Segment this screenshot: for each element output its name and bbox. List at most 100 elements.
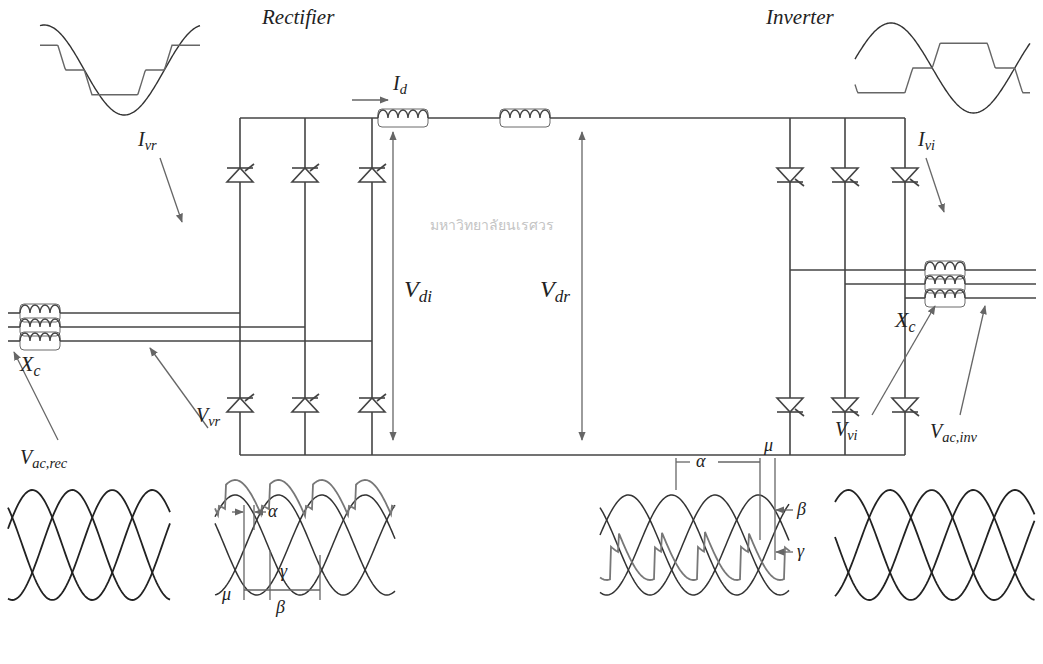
phase-voltage-curve <box>600 495 789 595</box>
symbol-subscript: ac,rec <box>32 455 67 471</box>
ac-phase <box>60 326 305 328</box>
ac-voltage-curve <box>40 25 200 115</box>
gate-lead <box>910 179 919 186</box>
symbol-letter: V <box>404 276 419 302</box>
inductor-coil <box>925 276 965 284</box>
dimension-tick <box>759 458 760 540</box>
dimension-tick <box>774 458 775 560</box>
signal-label: β <box>276 598 285 618</box>
leader-arrow <box>776 509 793 510</box>
gate-lead <box>795 409 804 416</box>
watermark: มหาวิทยาลัยนเรศวร <box>430 218 554 233</box>
leader-arrow <box>872 306 935 415</box>
valve-triangle <box>777 168 803 182</box>
signal-label: β <box>797 500 806 520</box>
valve-voltage-trace <box>215 480 395 516</box>
dimension-tick <box>253 505 254 530</box>
ac-phase <box>965 297 1036 299</box>
signal-label: Ivr <box>138 128 157 154</box>
symbol-letter: V <box>540 276 555 302</box>
leader-arrow <box>160 158 182 222</box>
gate-lead <box>377 164 386 171</box>
valve-triangle <box>892 398 918 412</box>
phase-voltage-curve <box>835 490 1035 600</box>
phase-voltage-curve <box>600 495 789 595</box>
leader-arrow <box>926 158 944 212</box>
gate-lead <box>795 179 804 186</box>
symbol-letter: V <box>20 446 32 468</box>
inductor-coil <box>378 110 428 118</box>
symbol-subscript: vi <box>847 427 857 443</box>
valve-triangle <box>359 168 385 182</box>
signal-label: Rectifier <box>262 6 334 29</box>
signal-label: γ <box>280 562 287 582</box>
signal-label: Vdr <box>540 276 570 306</box>
leader-arrow <box>776 551 793 552</box>
dimension-line <box>244 589 320 590</box>
symbol-letter: V <box>835 418 847 440</box>
ac-phase <box>60 312 240 314</box>
signal-label: Vac,inv <box>930 420 977 446</box>
inductor-body <box>20 332 60 350</box>
dimension-line <box>676 461 690 462</box>
circuit-wires <box>8 109 1036 455</box>
dc-bus <box>428 117 500 119</box>
phase-voltage-curve <box>835 490 1035 600</box>
phase-voltage-curve <box>600 495 789 595</box>
inductor-body <box>500 109 550 127</box>
ac-phase <box>8 312 20 314</box>
signal-label: Vdi <box>404 276 432 306</box>
ac-phase <box>790 269 925 271</box>
ac-current-curve <box>40 45 200 95</box>
inductor-coil <box>20 319 60 327</box>
signal-label: Vac,rec <box>20 446 67 472</box>
signal-label: Vvi <box>835 418 858 444</box>
symbol-subscript: c <box>33 362 40 379</box>
symbol-letter: I <box>138 128 145 150</box>
symbol-subscript: vi <box>925 137 935 153</box>
ac-phase <box>905 297 925 299</box>
valve-triangle <box>292 168 318 182</box>
signal-label: Id <box>393 72 407 98</box>
symbol-letter: X <box>20 351 33 376</box>
signal-label: α <box>268 502 277 522</box>
ac-phase <box>845 283 925 285</box>
phase-voltage-curve <box>8 490 170 600</box>
inductor-coil <box>20 305 60 313</box>
symbol-letter: X <box>895 307 908 332</box>
symbol-subscript: dr <box>555 287 570 306</box>
inductor-coil <box>925 262 965 270</box>
symbol-letter: V <box>930 420 942 442</box>
signal-label: μ <box>764 436 773 456</box>
dc-bus <box>550 117 905 119</box>
valve-triangle <box>227 398 253 412</box>
dc-bus <box>240 117 378 119</box>
symbol-letter: I <box>393 72 400 94</box>
dimension-tick <box>269 550 270 600</box>
ac-phase <box>60 340 372 342</box>
gate-lead <box>310 164 319 171</box>
phase-voltage-curve <box>8 490 170 600</box>
ac-phase <box>965 283 1036 285</box>
leader-arrow <box>392 132 393 440</box>
symbol-subscript: vr <box>208 413 220 429</box>
gate-lead <box>377 394 386 401</box>
ac-phase <box>8 326 20 328</box>
symbol-letter: V <box>196 404 208 426</box>
symbol-letter: I <box>918 128 925 150</box>
valve-triangle <box>359 398 385 412</box>
symbol-subscript: ac,inv <box>942 429 977 445</box>
ac-phase <box>8 340 20 342</box>
dc-bus <box>240 454 905 456</box>
inductor-coil <box>925 290 965 298</box>
leader-arrows <box>14 100 985 600</box>
gate-lead <box>245 164 254 171</box>
leader-arrow <box>960 306 985 415</box>
inductor-body <box>378 109 428 127</box>
dimension-tick <box>319 555 320 600</box>
valve-triangle <box>892 168 918 182</box>
valve-triangle <box>832 398 858 412</box>
leader-arrow <box>14 352 58 440</box>
